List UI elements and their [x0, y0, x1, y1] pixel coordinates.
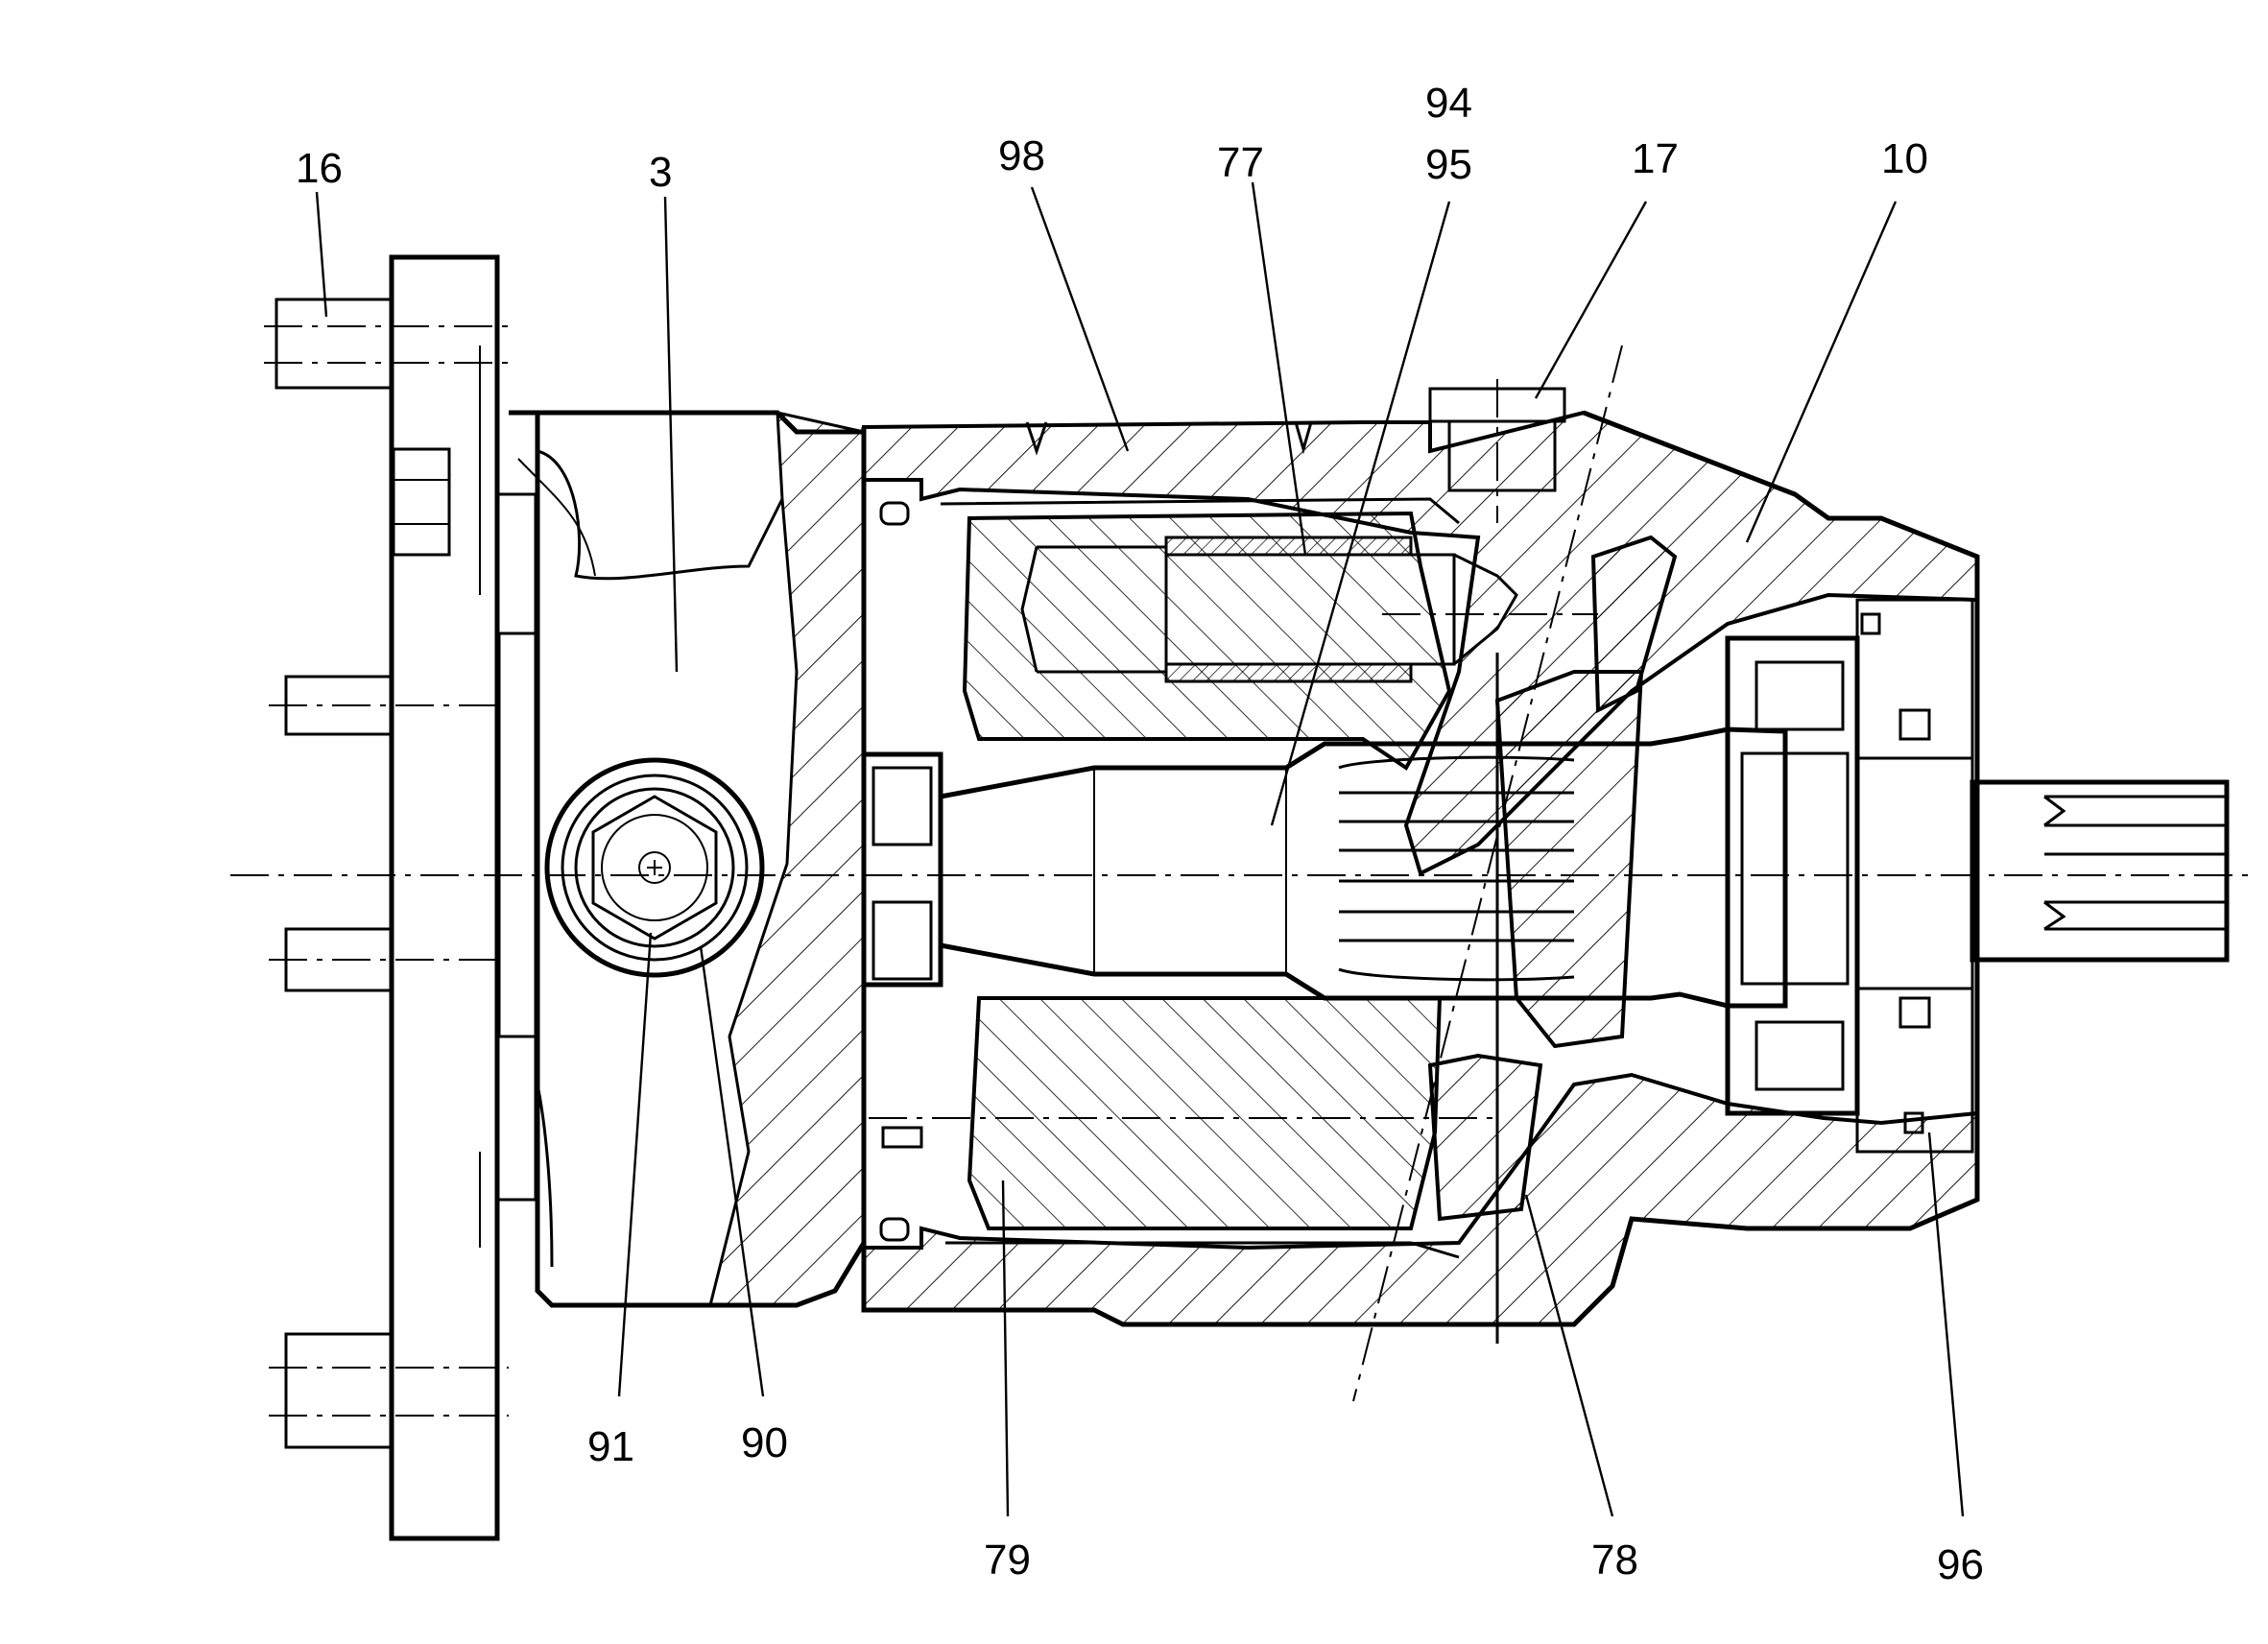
- label-91: 91: [587, 1423, 634, 1470]
- label-79: 79: [984, 1537, 1031, 1584]
- shaft-splines: [1338, 755, 1575, 982]
- valve-plug: [544, 757, 765, 978]
- label-96: 96: [1937, 1541, 1984, 1588]
- swash-plate: [1352, 345, 1678, 1402]
- label-90: 90: [741, 1419, 788, 1466]
- label-17: 17: [1632, 135, 1679, 182]
- label-94: 94: [1425, 80, 1472, 127]
- port-cover-housing: [509, 410, 910, 1308]
- mounting-flange: [389, 254, 537, 1541]
- label-77: 77: [1217, 139, 1264, 186]
- drive-shaft: [230, 598, 2256, 1154]
- reference-numerals: 16 3 98 77 94 95 17 10 91 90 79 78 96: [296, 80, 1984, 1588]
- flange-studs: [264, 298, 509, 1449]
- leader-lines: [315, 181, 1965, 1517]
- label-98: 98: [998, 132, 1045, 179]
- label-78: 78: [1591, 1537, 1638, 1584]
- label-95: 95: [1425, 141, 1472, 188]
- label-3: 3: [649, 149, 672, 196]
- cylinder-block: [940, 497, 1598, 1259]
- label-10: 10: [1881, 135, 1928, 182]
- label-16: 16: [296, 145, 343, 192]
